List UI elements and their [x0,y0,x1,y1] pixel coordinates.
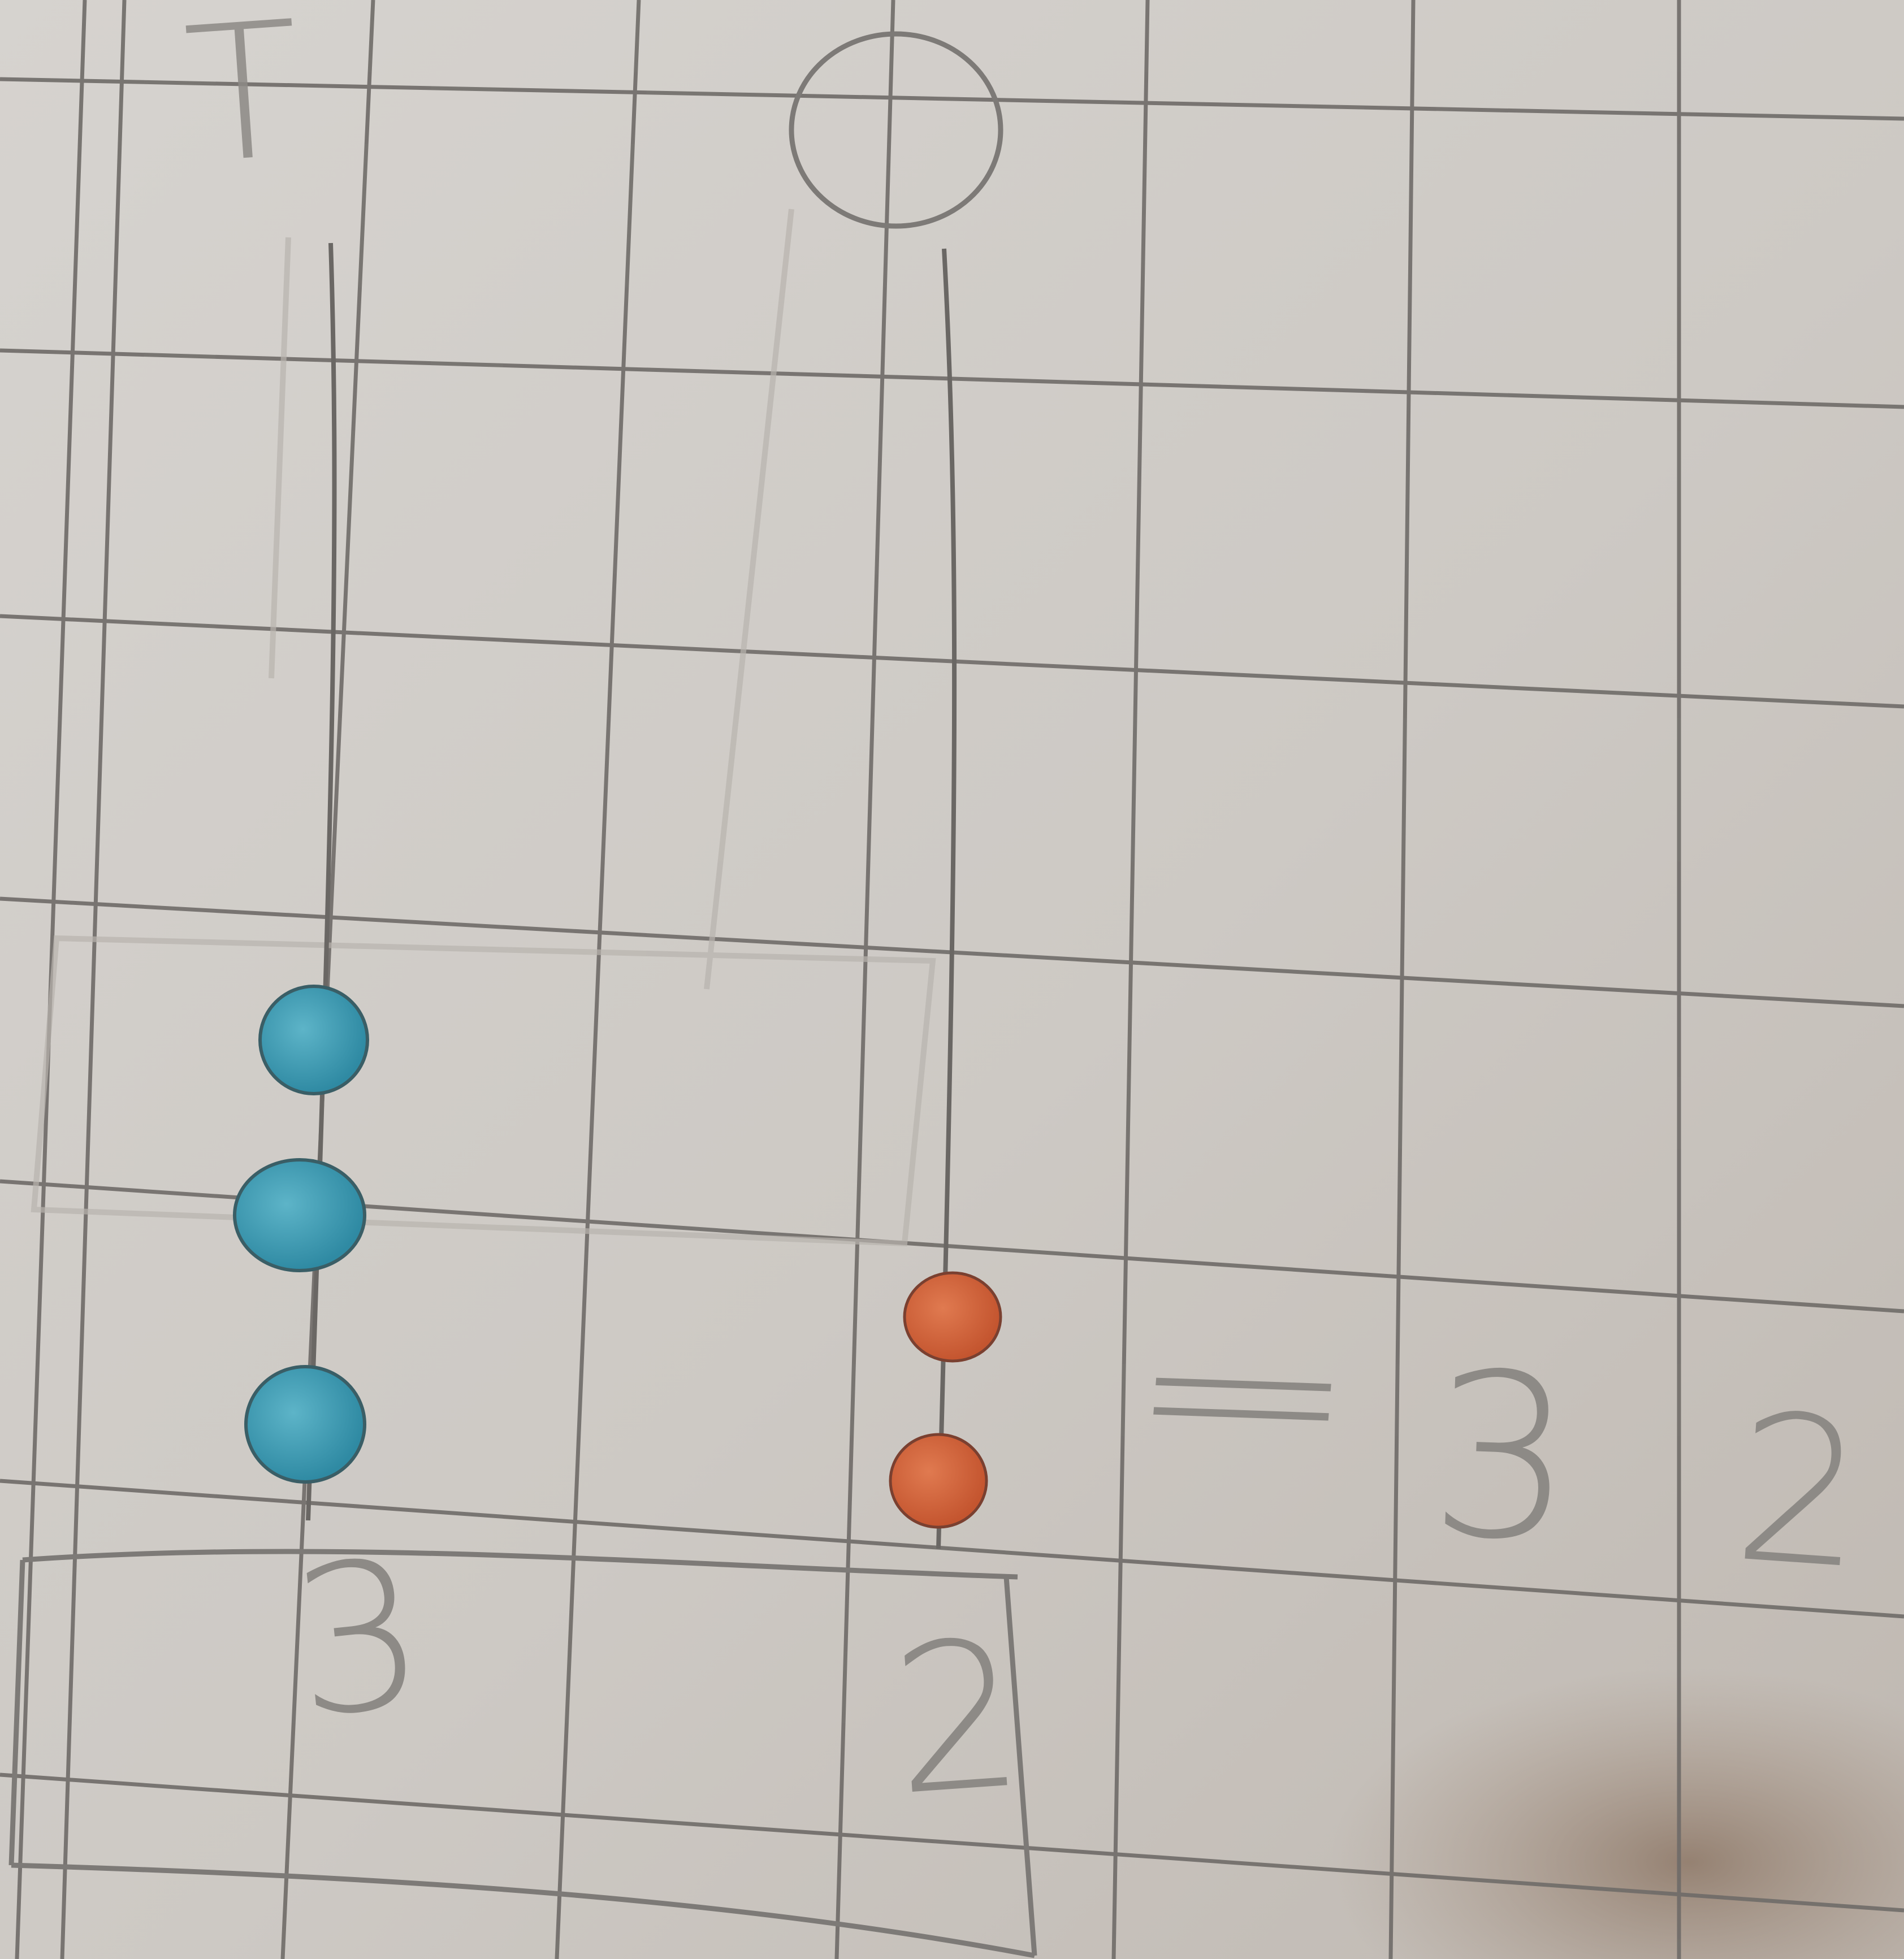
result-tens: 3 [1426,1343,1578,1574]
equals-sign: = [1118,1296,1367,1490]
units-bead [890,1434,986,1527]
result-units: 2 [1729,1386,1872,1598]
tens-bead [246,1367,365,1482]
tens-bead [260,986,367,1094]
tens-label: T [180,0,307,190]
tens-digit: 3 [284,1531,434,1747]
tens-bead [235,1160,365,1271]
units-bead [905,1273,1001,1361]
units-digit: 2 [886,1612,1030,1824]
